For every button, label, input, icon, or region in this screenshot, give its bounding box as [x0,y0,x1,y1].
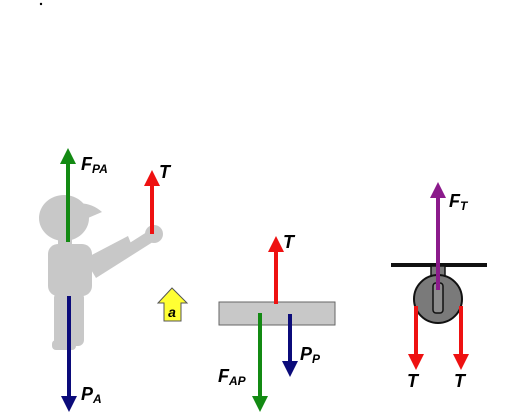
person-figure [39,195,163,350]
label-f-pa: FPA [81,154,108,176]
label-t-left: T [407,371,420,391]
label-t-hand: T [159,162,172,182]
label-f-t: FT [449,191,469,213]
acceleration-arrow: a [156,287,189,322]
label-p-a: PA [81,384,102,406]
stray-dot [39,2,43,6]
label-f-ap: FAP [218,366,247,388]
label-a: a [168,304,176,320]
label-p-p: PP [300,344,321,366]
label-t-right: T [454,371,467,391]
plank [218,301,336,326]
label-t-plank: T [283,232,296,252]
